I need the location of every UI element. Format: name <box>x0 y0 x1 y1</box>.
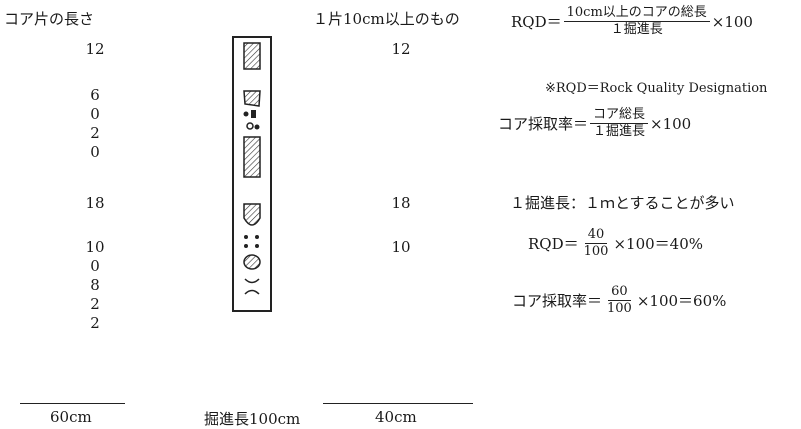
core-fragment <box>243 111 249 117</box>
rqd-numerator: 10cm以上のコアの総長 <box>563 5 710 23</box>
right-total-rule <box>323 403 473 404</box>
core-piece-length-value: 2 <box>90 295 100 313</box>
rqd-definition-note: ※RQD＝Rock Quality Designation <box>545 81 768 96</box>
drill-length-label: 掘進長100cm <box>204 410 301 428</box>
core-piece-8cm <box>243 254 261 270</box>
core-piece-length-value: 6 <box>90 86 100 104</box>
recovery-example-lhs: コア採取率＝ <box>512 292 603 311</box>
recovery-numerator: コア総長 <box>590 107 649 125</box>
core-fragment <box>244 244 248 248</box>
core-piece-12cm <box>243 42 261 70</box>
rqd-example-lhs: RQD＝ <box>528 235 579 254</box>
over-10cm-value: 18 <box>391 194 411 212</box>
rqd-formula: RQD＝ 10cm以上のコアの総長 １掘進長 ×100 <box>511 5 753 38</box>
drill-length-note: １掘進長：１ｍとすることが多い <box>510 194 735 212</box>
rqd-times: ×100 <box>711 12 753 31</box>
rqd-denominator: １掘進長 <box>610 22 663 38</box>
over-10cm-header: １片10cm以上のもの <box>313 10 460 28</box>
rqd-example-numerator: 40 <box>584 227 608 245</box>
core-fragment <box>255 235 259 239</box>
core-piece-length-value: 18 <box>85 194 105 212</box>
core-fragment <box>255 244 259 248</box>
core-piece-length-value: 10 <box>85 238 105 256</box>
core-piece-length-value: 12 <box>85 40 105 58</box>
recovery-example-result: ×100＝60% <box>636 292 727 311</box>
core-piece-length-value: 0 <box>90 105 100 123</box>
core-recovery-example: コア採取率＝ 60 100 ×100＝60% <box>512 284 727 317</box>
core-piece-10cm <box>243 203 261 226</box>
core-piece-length-value: 0 <box>90 257 100 275</box>
recovery-lhs: コア採取率＝ <box>498 115 589 134</box>
core-fragment <box>246 122 254 130</box>
core-piece-length-value: 8 <box>90 276 100 294</box>
over-10cm-value: 12 <box>391 40 411 58</box>
recovery-example-denominator: 100 <box>607 301 632 317</box>
core-piece-18cm <box>243 136 261 178</box>
core-piece-length-value: 0 <box>90 143 100 161</box>
recovery-example-numerator: 60 <box>608 284 631 302</box>
core-fragment <box>254 124 260 130</box>
core-fragment <box>244 278 260 295</box>
core-piece-6cm <box>243 90 261 107</box>
left-total-rule <box>20 403 125 404</box>
right-total: 40cm <box>375 408 417 426</box>
core-fragment <box>251 110 256 118</box>
core-piece-length-value: 2 <box>90 314 100 332</box>
rqd-example-result: ×100＝40% <box>613 235 703 254</box>
core-piece-length-header: コア片の長さ <box>4 10 95 28</box>
left-total: 60cm <box>50 408 92 426</box>
rqd-example: RQD＝ 40 100 ×100＝40% <box>528 227 703 260</box>
core-piece-length-value: 2 <box>90 124 100 142</box>
core-sample-diagram <box>232 36 272 312</box>
rqd-lhs: RQD＝ <box>511 13 562 32</box>
recovery-times: ×100 <box>650 114 692 133</box>
core-recovery-formula: コア採取率＝ コア総長 １掘進長 ×100 <box>498 107 692 140</box>
recovery-denominator: １掘進長 <box>593 124 646 140</box>
rqd-example-denominator: 100 <box>583 244 609 260</box>
core-fragment <box>244 235 248 239</box>
over-10cm-value: 10 <box>391 238 411 256</box>
